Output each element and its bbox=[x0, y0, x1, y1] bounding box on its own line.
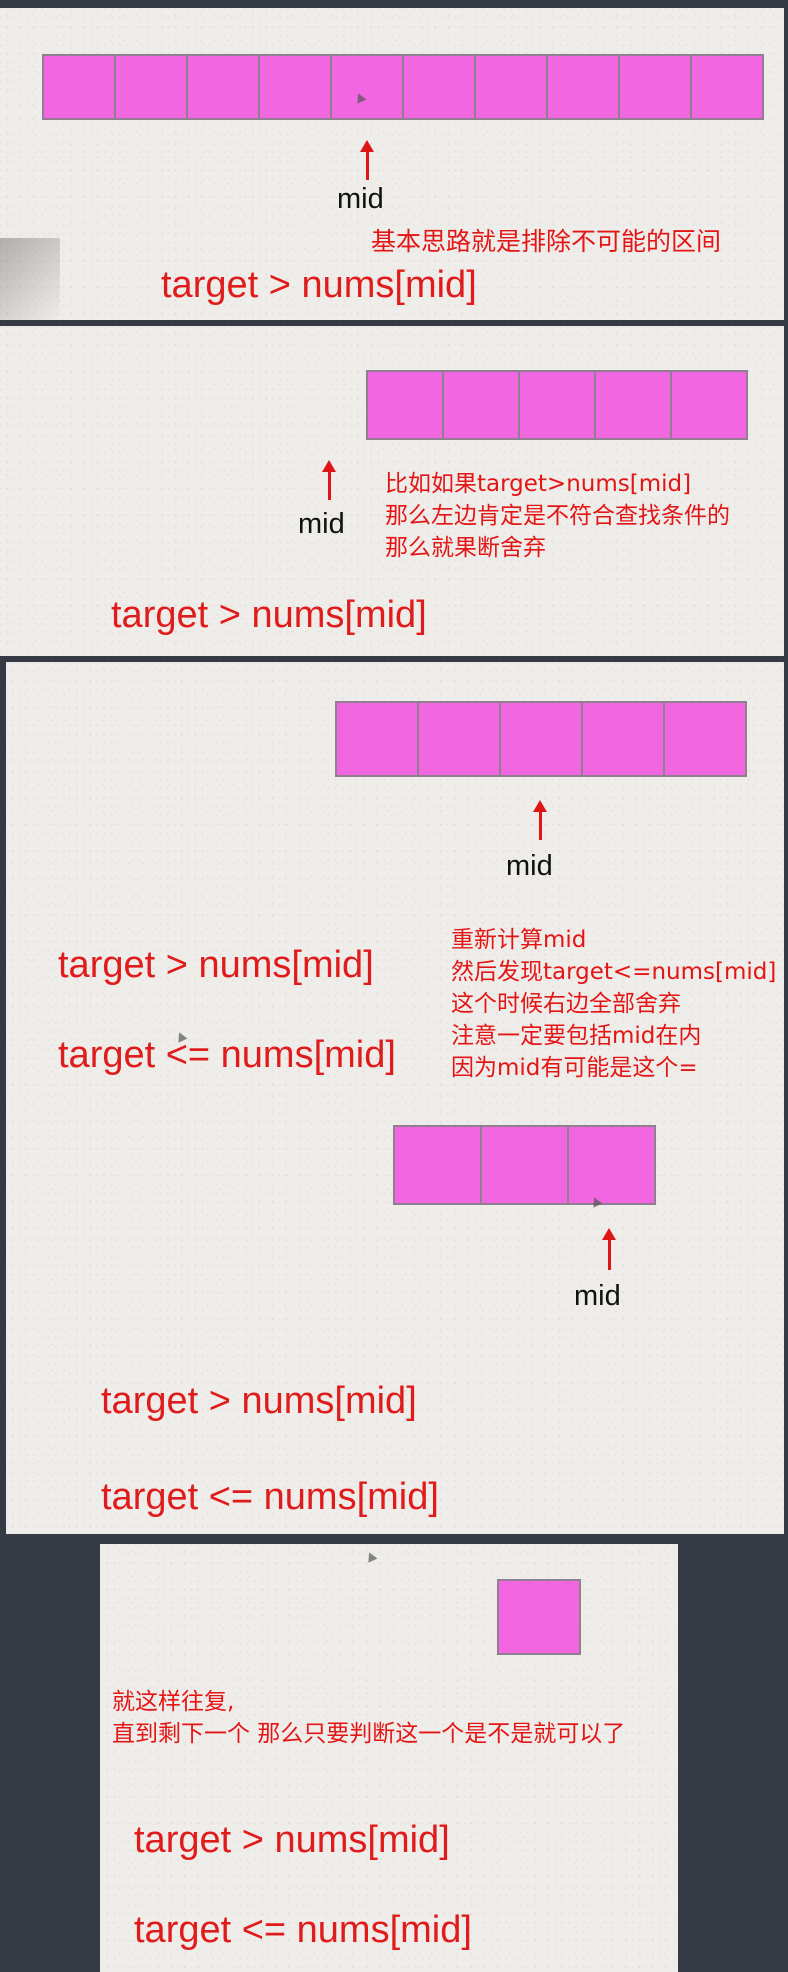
panel-4: 就这样往复, 直到剩下一个 那么只要判断这一个是不是就可以了 target > … bbox=[100, 1544, 678, 1972]
condition-text: target > nums[mid] bbox=[58, 944, 374, 986]
array-cell bbox=[395, 1127, 482, 1203]
array-cell bbox=[116, 56, 188, 118]
array-cells bbox=[366, 370, 748, 440]
array-cell bbox=[520, 372, 596, 438]
array-cell bbox=[444, 372, 520, 438]
array-cell bbox=[620, 56, 692, 118]
array-cells bbox=[42, 54, 764, 120]
note-line: 那么就果断舍弃 bbox=[385, 535, 546, 561]
mid-label: mid bbox=[337, 183, 384, 215]
condition-text: target > nums[mid] bbox=[161, 264, 477, 306]
condition-text: target > nums[mid] bbox=[101, 1380, 417, 1422]
note-line: 注意一定要包括mid在内 bbox=[451, 1023, 702, 1049]
array-cell bbox=[419, 703, 501, 775]
array-cell bbox=[332, 56, 404, 118]
explanation-note: 比如如果target>nums[mid] 那么左边肯定是不符合查找条件的 那么就… bbox=[385, 468, 730, 564]
array-cell bbox=[260, 56, 332, 118]
array-cells bbox=[335, 701, 747, 777]
note-line: 重新计算mid bbox=[451, 927, 587, 953]
condition-text: target > nums[mid] bbox=[111, 594, 427, 636]
note-line: 这个时候右边全部舍弃 bbox=[451, 991, 681, 1017]
array-cell bbox=[672, 372, 746, 438]
array-cell bbox=[337, 703, 419, 775]
array-cell bbox=[368, 372, 444, 438]
condition-text: target <= nums[mid] bbox=[101, 1476, 439, 1518]
mouse-cursor-icon bbox=[364, 1550, 378, 1563]
mid-label: mid bbox=[298, 508, 345, 540]
array-cell bbox=[44, 56, 116, 118]
array-cell bbox=[583, 703, 665, 775]
array-cell bbox=[476, 56, 548, 118]
array-cell bbox=[482, 1127, 569, 1203]
array-cell bbox=[569, 1127, 654, 1203]
array-cell bbox=[596, 372, 672, 438]
array-cell bbox=[188, 56, 260, 118]
condition-text: target <= nums[mid] bbox=[58, 1034, 396, 1076]
mid-label: mid bbox=[506, 850, 553, 882]
note-line: 直到剩下一个 那么只要判断这一个是不是就可以了 bbox=[112, 1721, 626, 1747]
condition-text: target <= nums[mid] bbox=[134, 1909, 472, 1951]
array-cell bbox=[692, 56, 762, 118]
decorative-shadow bbox=[0, 238, 60, 320]
array-cell bbox=[499, 1581, 579, 1653]
panel-2: mid 比如如果target>nums[mid] 那么左边肯定是不符合查找条件的… bbox=[0, 326, 784, 656]
note-line: 就这样往复, bbox=[112, 1689, 235, 1715]
array-cells bbox=[393, 1125, 656, 1205]
note-line: 那么左边肯定是不符合查找条件的 bbox=[385, 503, 730, 529]
note-line: 因为mid有可能是这个= bbox=[451, 1055, 698, 1081]
explanation-note: 重新计算mid 然后发现target<=nums[mid] 这个时候右边全部舍弃… bbox=[451, 924, 776, 1084]
array-cell bbox=[501, 703, 583, 775]
array-cell bbox=[404, 56, 476, 118]
mid-label: mid bbox=[574, 1280, 621, 1312]
condition-text: target > nums[mid] bbox=[134, 1819, 450, 1861]
array-cell bbox=[548, 56, 620, 118]
explanation-note: 基本思路就是排除不可能的区间 bbox=[371, 227, 722, 256]
note-line: 比如如果target>nums[mid] bbox=[385, 471, 692, 497]
array-cell bbox=[665, 703, 745, 775]
explanation-note: 就这样往复, 直到剩下一个 那么只要判断这一个是不是就可以了 bbox=[112, 1686, 625, 1750]
array-cells bbox=[497, 1579, 581, 1655]
panel-3: mid target > nums[mid] target <= nums[mi… bbox=[6, 662, 784, 1534]
panel-1: mid 基本思路就是排除不可能的区间 target > nums[mid] bbox=[0, 8, 784, 320]
note-line: 然后发现target<=nums[mid] bbox=[451, 959, 777, 985]
